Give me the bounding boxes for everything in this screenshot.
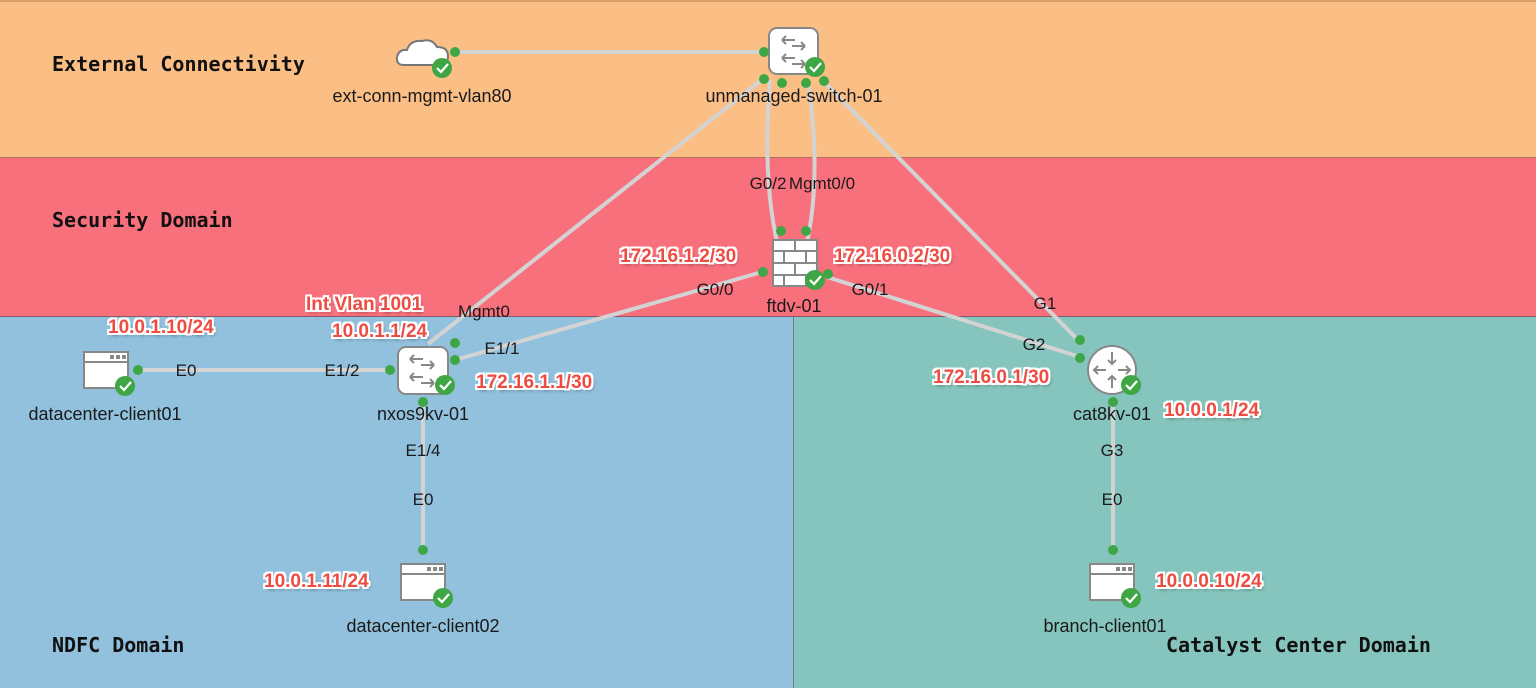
port-dot[interactable] — [1108, 545, 1118, 555]
port-dot[interactable] — [450, 355, 460, 365]
node-label-dc1: datacenter-client01 — [28, 404, 182, 424]
port-dot[interactable] — [823, 269, 833, 279]
checkmark-icon — [439, 380, 452, 391]
port-label-ftd-g02: G0/2 — [749, 174, 787, 193]
port-dot[interactable] — [759, 47, 769, 57]
switch-icon — [768, 27, 819, 75]
ip-label-ftd-g00: 172.16.1.2/30 — [620, 246, 737, 267]
node-label-nx: nxos9kv-01 — [376, 404, 470, 424]
port-dot[interactable] — [418, 545, 428, 555]
checkmark-icon — [436, 63, 449, 74]
status-ok-icon — [1121, 375, 1141, 395]
ip-label-cat-g2: 172.16.0.1/30 — [933, 367, 1050, 388]
port-label-dc1-e0: E0 — [175, 361, 197, 380]
port-dot[interactable] — [1075, 353, 1085, 363]
node-ext-conn-mgmt-vlan80[interactable] — [395, 39, 460, 78]
port-dot[interactable] — [777, 78, 787, 88]
port-label-br1-e0: E0 — [1101, 490, 1123, 509]
node-datacenter-client02[interactable] — [400, 545, 453, 608]
port-dot[interactable] — [801, 226, 811, 236]
port-label-cat-g3: G3 — [1100, 441, 1124, 460]
ip-label-nx-e11: 172.16.1.1/30 — [476, 372, 593, 393]
checkmark-icon — [119, 381, 132, 392]
checkmark-icon — [809, 275, 822, 286]
status-ok-icon — [115, 376, 135, 396]
link-switch-to-nx-mgmt[interactable] — [426, 76, 766, 346]
node-label-br1: branch-client01 — [1043, 616, 1167, 636]
port-dot[interactable] — [1075, 335, 1085, 345]
ip-label-nx-vlan-title: Int Vlan 1001 — [306, 294, 423, 315]
checkmark-icon — [1125, 380, 1138, 391]
ip-label-ftd-g01: 172.16.0.2/30 — [834, 246, 951, 267]
port-label-cat-g1: G1 — [1033, 294, 1057, 313]
link-ftd-to-cat[interactable] — [826, 275, 1081, 359]
node-label-switch: unmanaged-switch-01 — [705, 86, 883, 106]
port-label-nx-mgmt: Mgmt0 — [458, 302, 510, 321]
port-label-ftd-mgmt: Mgmt0/0 — [788, 174, 856, 193]
zone-catalyst-center-domain: Catalyst Center Domain — [794, 317, 1536, 688]
port-dot[interactable] — [450, 338, 460, 348]
ip-label-dc2: 10.0.1.11/24 — [264, 571, 369, 592]
node-cat8kv-01[interactable] — [1075, 335, 1141, 407]
ip-label-dc1: 10.0.1.10/24 — [108, 317, 214, 338]
ip-label-br1: 10.0.0.10/24 — [1156, 571, 1262, 592]
server-icon — [400, 563, 446, 601]
cloud-icon — [395, 39, 450, 66]
node-label-ftd: ftdv-01 — [766, 296, 822, 316]
port-dot[interactable] — [776, 226, 786, 236]
node-nxos9kv-01[interactable] — [385, 338, 460, 407]
port-dot[interactable] — [801, 78, 811, 88]
node-datacenter-client01[interactable] — [83, 351, 143, 396]
node-label-ext: ext-conn-mgmt-vlan80 — [332, 86, 512, 106]
status-ok-icon — [805, 57, 825, 77]
port-dot[interactable] — [418, 397, 428, 407]
port-label-nx-e14: E1/4 — [405, 441, 441, 460]
link-switch-to-cat-g1[interactable] — [820, 78, 1080, 342]
zone-title-ndfc: NDFC Domain — [52, 633, 185, 657]
zone-title-external: External Connectivity — [52, 52, 305, 76]
port-label-ftd-g00: G0/0 — [696, 280, 734, 299]
port-dot[interactable] — [385, 365, 395, 375]
port-label-dc2-e0: E0 — [412, 490, 434, 509]
node-unmanaged-switch-01[interactable] — [759, 27, 829, 88]
port-label-nx-e12: E1/2 — [324, 361, 360, 380]
port-label-nx-e11: E1/1 — [484, 339, 520, 358]
port-label-cat-g2: G2 — [1022, 335, 1046, 354]
node-label-cat: cat8kv-01 — [1072, 404, 1152, 424]
port-label-ftd-g01: G0/1 — [851, 280, 889, 299]
checkmark-icon — [437, 593, 450, 604]
zone-title-catalyst: Catalyst Center Domain — [1166, 633, 1431, 657]
zone-title-security: Security Domain — [52, 208, 233, 232]
checkmark-icon — [809, 62, 822, 73]
ip-label-cat-lan: 10.0.0.1/24 — [1164, 400, 1260, 421]
ip-label-nx-vlan-ip: 10.0.1.1/24 — [332, 321, 428, 342]
port-dot[interactable] — [819, 76, 829, 86]
port-dot[interactable] — [758, 267, 768, 277]
status-ok-icon — [805, 270, 825, 290]
status-ok-icon — [433, 588, 453, 608]
link-switch-to-ftd-g02[interactable] — [765, 79, 780, 247]
status-ok-icon — [432, 58, 452, 78]
port-dot[interactable] — [450, 47, 460, 57]
checkmark-icon — [1125, 593, 1138, 604]
status-ok-icon — [435, 375, 455, 395]
port-dot[interactable] — [759, 74, 769, 84]
node-label-dc2: datacenter-client02 — [346, 616, 500, 636]
node-ftdv-01[interactable] — [758, 226, 833, 290]
node-branch-client01[interactable] — [1089, 545, 1141, 608]
port-dot[interactable] — [133, 365, 143, 375]
link-ftd-to-nx[interactable] — [454, 270, 763, 362]
status-ok-icon — [1121, 588, 1141, 608]
links — [138, 50, 1115, 550]
port-dot[interactable] — [1108, 397, 1118, 407]
